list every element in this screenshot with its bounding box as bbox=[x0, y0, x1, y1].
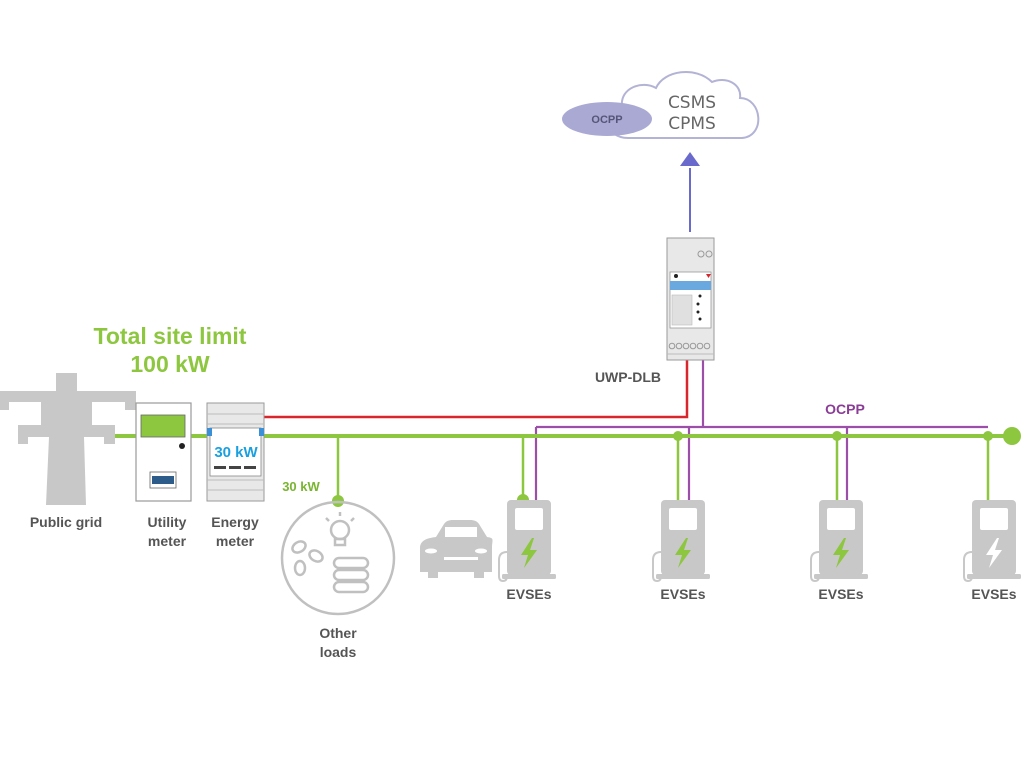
evse-group: EVSEs EVSEs EVSEs EVSEs bbox=[498, 500, 1021, 602]
evse-station: EVSEs bbox=[963, 500, 1021, 602]
meter-signal-line bbox=[264, 360, 689, 419]
charger-screen bbox=[827, 508, 855, 530]
cloud-line-1: CSMS bbox=[668, 93, 716, 113]
utility-meter-label-1: Utility bbox=[148, 514, 187, 530]
lightning-bolt-icon bbox=[833, 538, 849, 568]
ocpp-bus-label: OCPP bbox=[825, 401, 865, 417]
charger-screen bbox=[515, 508, 543, 530]
arrow-head-icon bbox=[680, 152, 700, 166]
utility-meter-icon bbox=[135, 402, 192, 502]
evse-station: EVSEs bbox=[652, 500, 710, 602]
charger-screen bbox=[980, 508, 1008, 530]
site-limit-title: Total site limit bbox=[94, 323, 247, 349]
energy-meter-label-2: meter bbox=[216, 533, 255, 549]
charging-cable bbox=[963, 551, 973, 583]
controller-label: UWP-DLB bbox=[595, 369, 661, 385]
charging-cable bbox=[652, 551, 662, 583]
evse-station: EVSEs bbox=[810, 500, 868, 602]
charger-base bbox=[967, 574, 1021, 579]
cloud-line-2: CPMS bbox=[668, 114, 716, 134]
energy-meter-icon: 30 kW bbox=[206, 402, 265, 502]
lightning-bolt-icon bbox=[675, 538, 691, 568]
bus-end-node bbox=[1003, 427, 1021, 445]
evse-label: EVSEs bbox=[660, 586, 705, 602]
ocpp-bus bbox=[534, 360, 988, 502]
junction-dots bbox=[332, 427, 1021, 507]
other-loads-label-2: loads bbox=[320, 644, 357, 660]
power-pylon-icon bbox=[0, 373, 136, 505]
other-loads-label-1: Other bbox=[319, 625, 357, 641]
charger-base bbox=[656, 574, 710, 579]
lightning-bolt-icon bbox=[521, 538, 537, 568]
charger-screen bbox=[669, 508, 697, 530]
charger-base bbox=[502, 574, 556, 579]
other-loads-power: 30 kW bbox=[282, 479, 320, 494]
site-limit-value: 100 kW bbox=[130, 351, 210, 377]
evse-label: EVSEs bbox=[971, 586, 1016, 602]
charger-base bbox=[814, 574, 868, 579]
evse-label: EVSEs bbox=[506, 586, 551, 602]
utility-meter-label-2: meter bbox=[148, 533, 187, 549]
uwp-dlb-controller-icon bbox=[666, 237, 715, 361]
charging-cable bbox=[498, 551, 508, 583]
cloud-link-arrow bbox=[680, 152, 700, 232]
ocpp-badge: OCPP bbox=[562, 102, 652, 136]
energy-meter-display: 30 kW bbox=[214, 444, 258, 461]
other-loads-icon bbox=[280, 500, 396, 616]
grid-label: Public grid bbox=[30, 514, 102, 530]
evse-station: EVSEs bbox=[498, 500, 556, 602]
evse-label: EVSEs bbox=[818, 586, 863, 602]
energy-meter-label-1: Energy bbox=[211, 514, 259, 530]
charging-cable bbox=[810, 551, 820, 583]
ocpp-badge-label: OCPP bbox=[591, 114, 622, 126]
electric-car-icon bbox=[420, 520, 493, 578]
lightning-bolt-icon bbox=[986, 538, 1002, 568]
power-drops bbox=[336, 436, 990, 502]
